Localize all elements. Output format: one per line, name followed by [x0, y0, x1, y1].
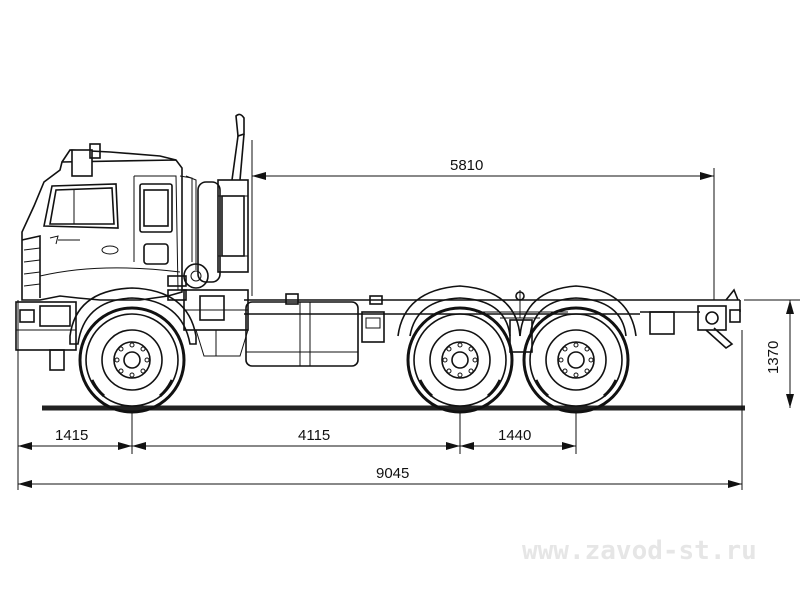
- truck-chassis: [15, 113, 741, 414]
- tow-hitch: [649, 288, 741, 350]
- exhaust-stack: [217, 113, 249, 273]
- air-filter: [197, 181, 221, 283]
- fuel-tank: [245, 293, 359, 367]
- dimension-wheelbase: 4115: [132, 427, 460, 450]
- front-wheel: [78, 306, 186, 414]
- dimension-rear-axle-spacing: 1440: [460, 427, 576, 450]
- dimension-frame-height: 1370: [744, 299, 800, 408]
- dimension-cargo-length: 5810: [251, 140, 715, 300]
- front-fender: [69, 287, 197, 345]
- dimension-overall-length: 9045: [18, 465, 742, 488]
- dim-label-9045: 9045: [376, 465, 409, 482]
- battery-box: [361, 295, 385, 343]
- dimension-front-overhang: 1415: [18, 427, 132, 450]
- watermark-text: www.zavod-st.ru: [522, 536, 757, 566]
- dim-label-1370: 1370: [765, 341, 782, 374]
- cab: [21, 143, 197, 301]
- drivetrain-details: [183, 263, 249, 357]
- dim-label-1440: 1440: [498, 427, 531, 444]
- middle-wheel: [406, 306, 514, 414]
- dimension-extension-lines: [17, 300, 743, 490]
- dim-label-1415: 1415: [55, 427, 88, 444]
- dim-label-4115: 4115: [298, 427, 330, 444]
- rear-wheel: [522, 306, 630, 414]
- dim-label-5810: 5810: [450, 157, 483, 174]
- front-bumper: [15, 301, 77, 371]
- rear-bogie: [397, 285, 637, 353]
